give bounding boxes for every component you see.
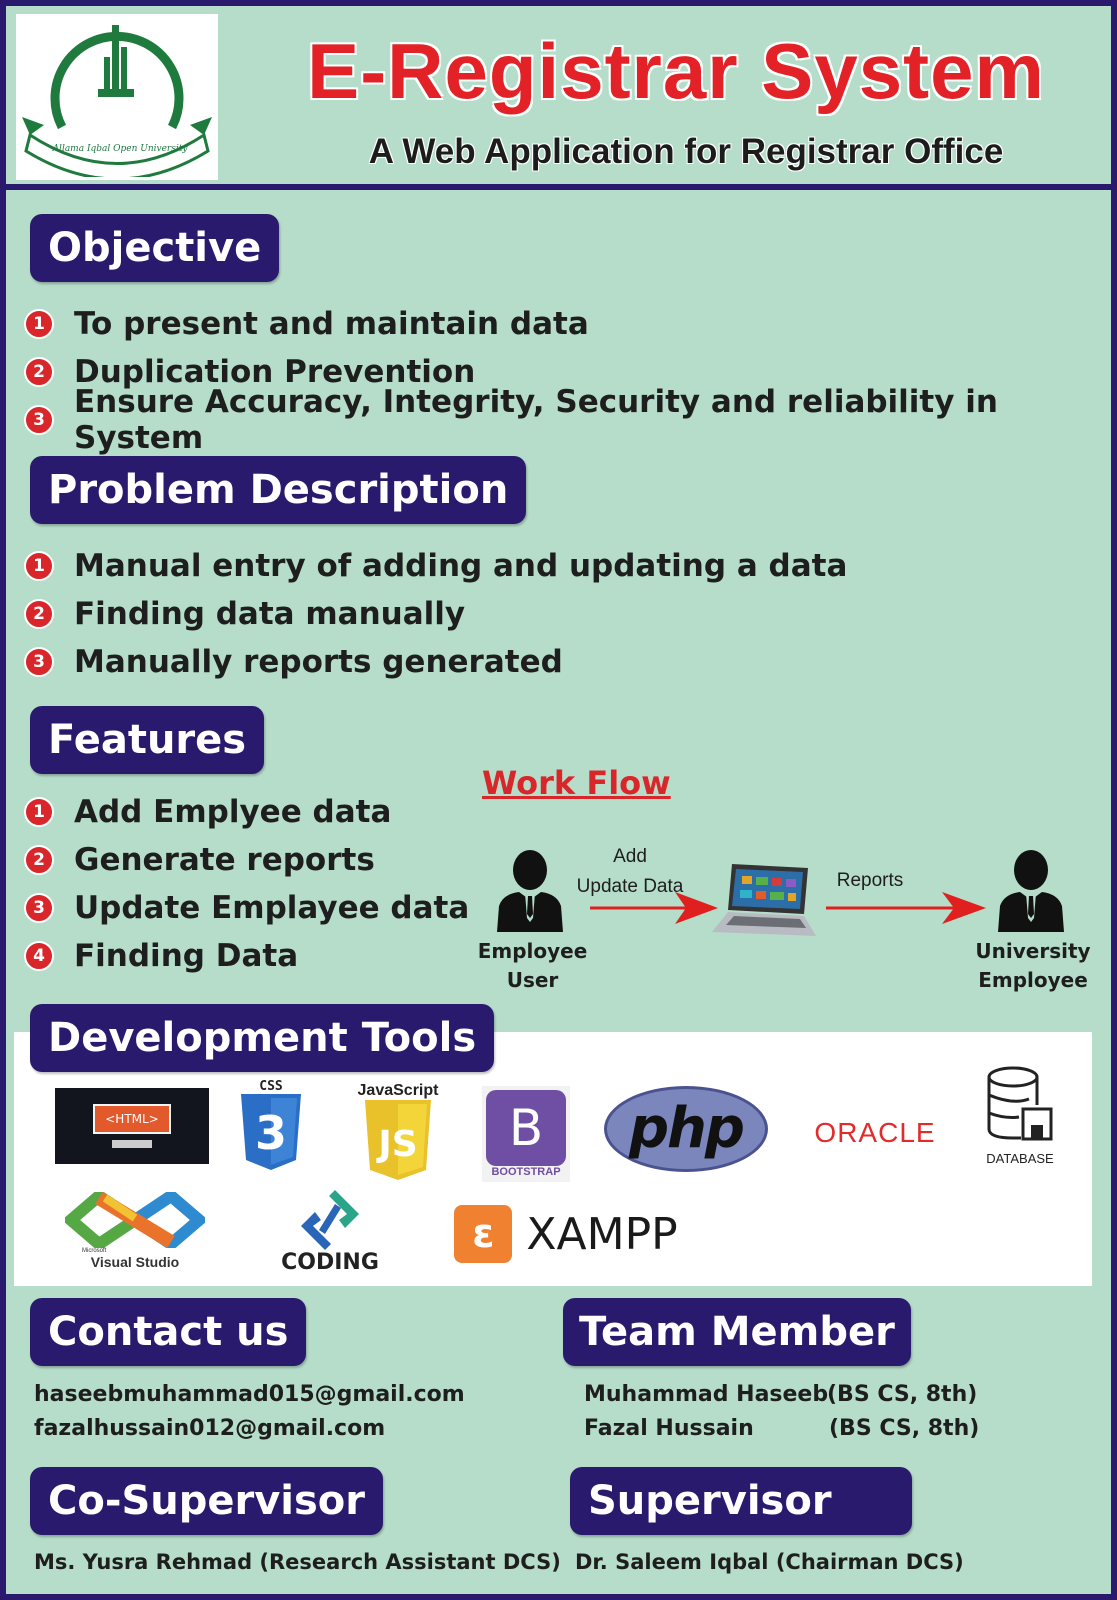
css-logo: CSS 3 xyxy=(236,1078,306,1170)
microsoft-label: Microsoft xyxy=(82,1248,107,1254)
css-label: CSS xyxy=(259,1078,283,1094)
poster-header: Allama Iqbal Open University E-Registrar… xyxy=(6,6,1111,190)
number-badge-icon: 1 xyxy=(24,309,54,339)
team-member-detail: (BS CS, 8th) xyxy=(829,1416,980,1441)
university-logo xyxy=(16,14,218,180)
team-member-name: Muhammad Haseeb xyxy=(584,1382,829,1407)
visual-studio-icon xyxy=(65,1192,205,1248)
xampp-label: XAMPP xyxy=(526,1208,678,1260)
list-item-text: To present and maintain data xyxy=(74,306,589,342)
arrow-right-icon xyxy=(590,892,718,924)
problem-heading: Problem Description xyxy=(30,456,527,524)
supervisor-heading: Supervisor xyxy=(570,1467,912,1535)
html-logo: <HTML> xyxy=(55,1088,209,1164)
oracle-label: ORACLE xyxy=(814,1117,936,1148)
list-item-text: Add Emplyee data xyxy=(74,794,392,830)
page-subtitle: A Web Application for Registrar Office xyxy=(368,132,1004,171)
css3-number: 3 xyxy=(255,1106,287,1160)
supervisor-name: Dr. Saleem Iqbal (Chairman DCS) xyxy=(575,1550,964,1574)
arrow2-label: Reports xyxy=(836,870,904,891)
list-item-text: Finding data manually xyxy=(74,596,466,632)
bootstrap-icon: B xyxy=(486,1090,566,1166)
php-label: php xyxy=(628,1096,745,1161)
xampp-logo: ε XAMPP xyxy=(446,1204,686,1264)
page-title: E-Registrar System xyxy=(307,27,1045,115)
javascript-logo: JavaScript JS xyxy=(350,1080,446,1182)
number-badge-icon: 4 xyxy=(24,941,54,971)
problem-list: 1 Manual entry of adding and updating a d… xyxy=(24,542,847,686)
employee-user-icon xyxy=(497,850,563,932)
objective-list: 1 To present and maintain data 2 Duplicati… xyxy=(24,300,1117,456)
list-item-text: Manual entry of adding and updating a da… xyxy=(74,548,848,584)
oracle-logo: ORACLE xyxy=(800,1116,950,1150)
team-member-detail: (BS CS, 8th) xyxy=(827,1382,978,1407)
list-item: 3 Manually reports generated xyxy=(24,638,847,686)
list-item: 2 Duplication Prevention xyxy=(24,348,1117,396)
objective-heading: Objective xyxy=(30,214,280,282)
contact-email[interactable]: fazalhussain012@gmail.com xyxy=(34,1416,386,1441)
number-badge-icon: 3 xyxy=(24,647,54,677)
coding-label: CODING xyxy=(281,1249,379,1275)
number-badge-icon: 2 xyxy=(24,599,54,629)
list-item-text: Update Emplayee data xyxy=(74,890,470,926)
number-badge-icon: 3 xyxy=(24,893,54,923)
list-item-text: Duplication Prevention xyxy=(74,354,476,390)
team-heading: Team Member xyxy=(563,1298,911,1366)
xampp-icon: ε xyxy=(454,1205,513,1263)
bootstrap-label: BOOTSTRAP xyxy=(491,1166,561,1178)
actor2-label-line2: Employee xyxy=(978,968,1088,992)
list-item: 4 Finding Data xyxy=(24,932,469,980)
number-badge-icon: 2 xyxy=(24,357,54,387)
arrow1-label-line1: Add xyxy=(613,846,647,867)
actor1-label-line1: Employee xyxy=(477,939,588,963)
coding-logo: CODING xyxy=(270,1186,390,1278)
features-heading: Features xyxy=(30,706,265,774)
list-item: 2 Finding data manually xyxy=(24,590,847,638)
list-item: 3 Update Emplayee data xyxy=(24,884,469,932)
list-item: 3 Ensure Accuracy, Integrity, Security an… xyxy=(24,384,1117,456)
bootstrap-logo: B BOOTSTRAP xyxy=(482,1086,570,1182)
laptop-icon xyxy=(712,864,816,936)
number-badge-icon: 1 xyxy=(24,797,54,827)
js-badge: JS xyxy=(375,1124,417,1165)
list-item: 2 Generate reports xyxy=(24,836,469,884)
contact-email[interactable]: haseebmuhammad015@gmail.com xyxy=(34,1382,465,1407)
javascript-label: JavaScript xyxy=(357,1082,439,1099)
list-item-text: Ensure Accuracy, Integrity, Security and… xyxy=(74,384,998,456)
university-employee-icon xyxy=(998,850,1064,932)
list-item-text: Manually reports generated xyxy=(74,644,563,680)
number-badge-icon: 1 xyxy=(24,551,54,581)
coding-icon xyxy=(301,1189,359,1250)
list-item-text: Generate reports xyxy=(74,842,375,878)
html-icon: <HTML> xyxy=(93,1104,171,1134)
list-item: 1 To present and maintain data xyxy=(24,300,1117,348)
tools-heading: Development Tools xyxy=(30,1004,495,1072)
cosupervisor-name: Ms. Yusra Rehmad (Research Assistant DCS… xyxy=(34,1550,561,1574)
number-badge-icon: 2 xyxy=(24,845,54,875)
list-item: 1 Add Emplyee data xyxy=(24,788,469,836)
css3-shield-icon: 3 xyxy=(241,1093,301,1170)
team-member-name: Fazal Hussain xyxy=(584,1416,754,1441)
visual-studio-logo: Microsoft Visual Studio xyxy=(60,1188,210,1274)
actor2-label-line1: University xyxy=(975,939,1091,963)
cosupervisor-heading: Co-Supervisor xyxy=(30,1467,384,1535)
arrow-right-icon xyxy=(826,892,986,924)
number-badge-icon: 3 xyxy=(24,405,54,435)
arrow1-label-line2: Update Data xyxy=(576,876,684,897)
university-emblem-icon xyxy=(22,25,212,177)
logo-caption: Allama Iqbal Open University xyxy=(52,144,188,154)
database-icon xyxy=(987,1066,1053,1140)
contact-heading: Contact us xyxy=(30,1298,307,1366)
list-item: 1 Manual entry of adding and updating a d… xyxy=(24,542,847,590)
features-list: 1 Add Emplyee data 2 Generate reports 3 Upd… xyxy=(24,788,469,980)
keyboard-icon xyxy=(112,1140,152,1148)
database-label: DATABASE xyxy=(986,1150,1054,1166)
php-logo: php xyxy=(604,1086,768,1172)
workflow-title: Work Flow xyxy=(482,764,671,802)
visual-studio-label: Visual Studio xyxy=(90,1254,180,1270)
list-item-text: Finding Data xyxy=(74,938,299,974)
database-logo: DATABASE xyxy=(978,1056,1062,1174)
js-shield-icon: JS xyxy=(365,1100,431,1180)
actor1-label-line2: User xyxy=(506,968,559,992)
